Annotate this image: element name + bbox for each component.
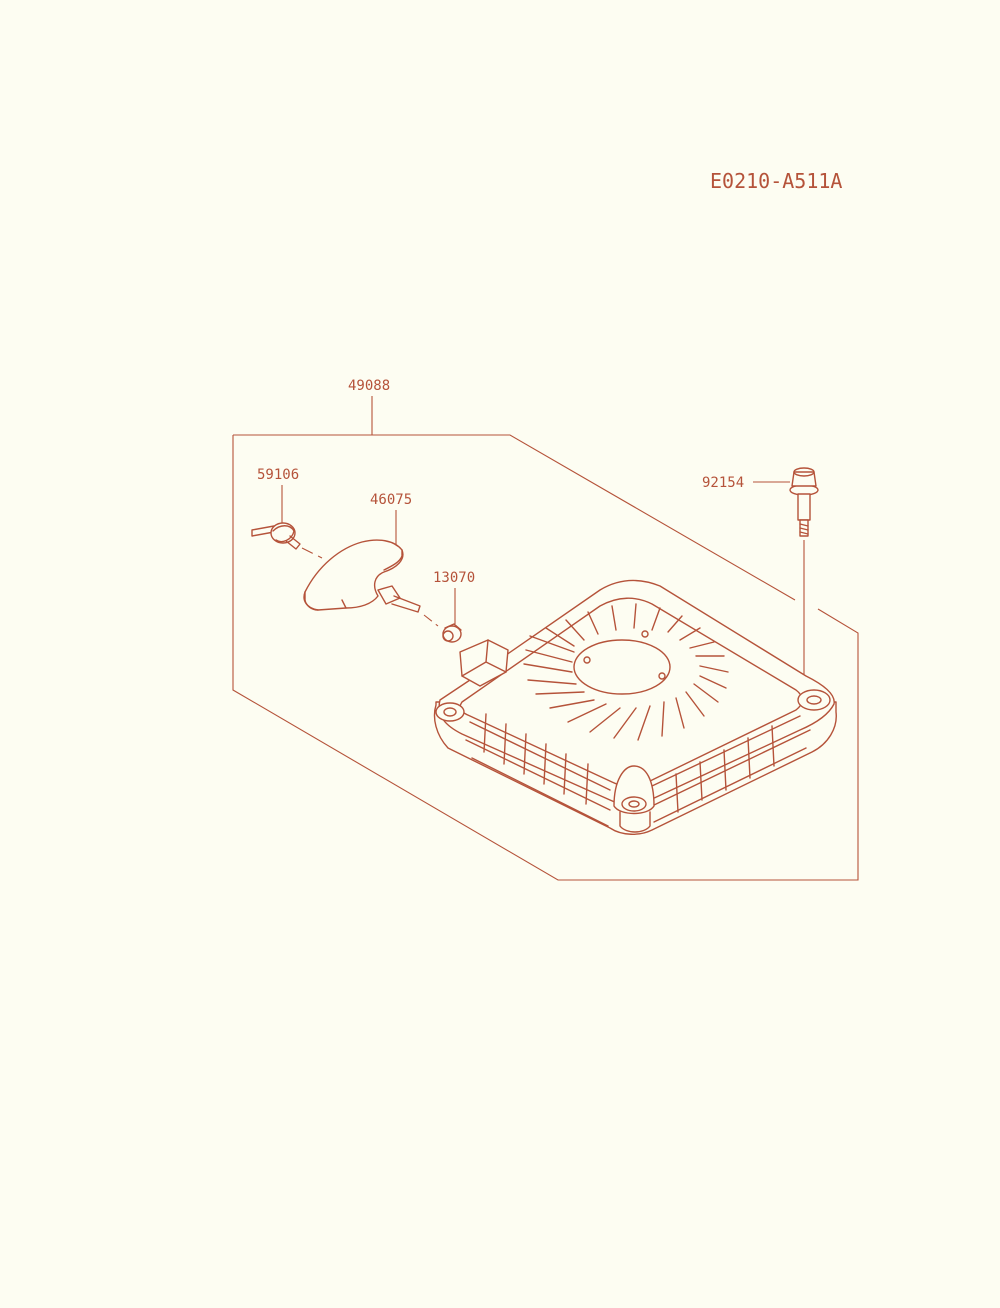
part-label-92154: 92154 xyxy=(702,475,744,491)
axis-dash-1 xyxy=(301,547,323,559)
callout-49088: 49088 xyxy=(348,378,390,435)
part-label-13070: 13070 xyxy=(433,570,475,586)
bolt-part xyxy=(789,467,819,537)
handle-part xyxy=(303,539,421,613)
recoil-starter-housing xyxy=(433,579,837,835)
callout-13070: 13070 xyxy=(433,570,475,624)
part-label-46075: 46075 xyxy=(370,492,412,508)
callout-46075: 46075 xyxy=(370,492,412,546)
part-label-59106: 59106 xyxy=(257,467,299,483)
diagram-code: E0210-A511A xyxy=(710,169,842,193)
rope-knot-part xyxy=(251,522,301,550)
assembly-frame xyxy=(232,434,859,881)
part-label-49088: 49088 xyxy=(348,378,390,394)
callout-92154: 92154 xyxy=(702,475,790,491)
guide-part xyxy=(442,623,462,643)
axis-dash-2 xyxy=(423,614,439,627)
callout-59106: 59106 xyxy=(257,467,299,523)
